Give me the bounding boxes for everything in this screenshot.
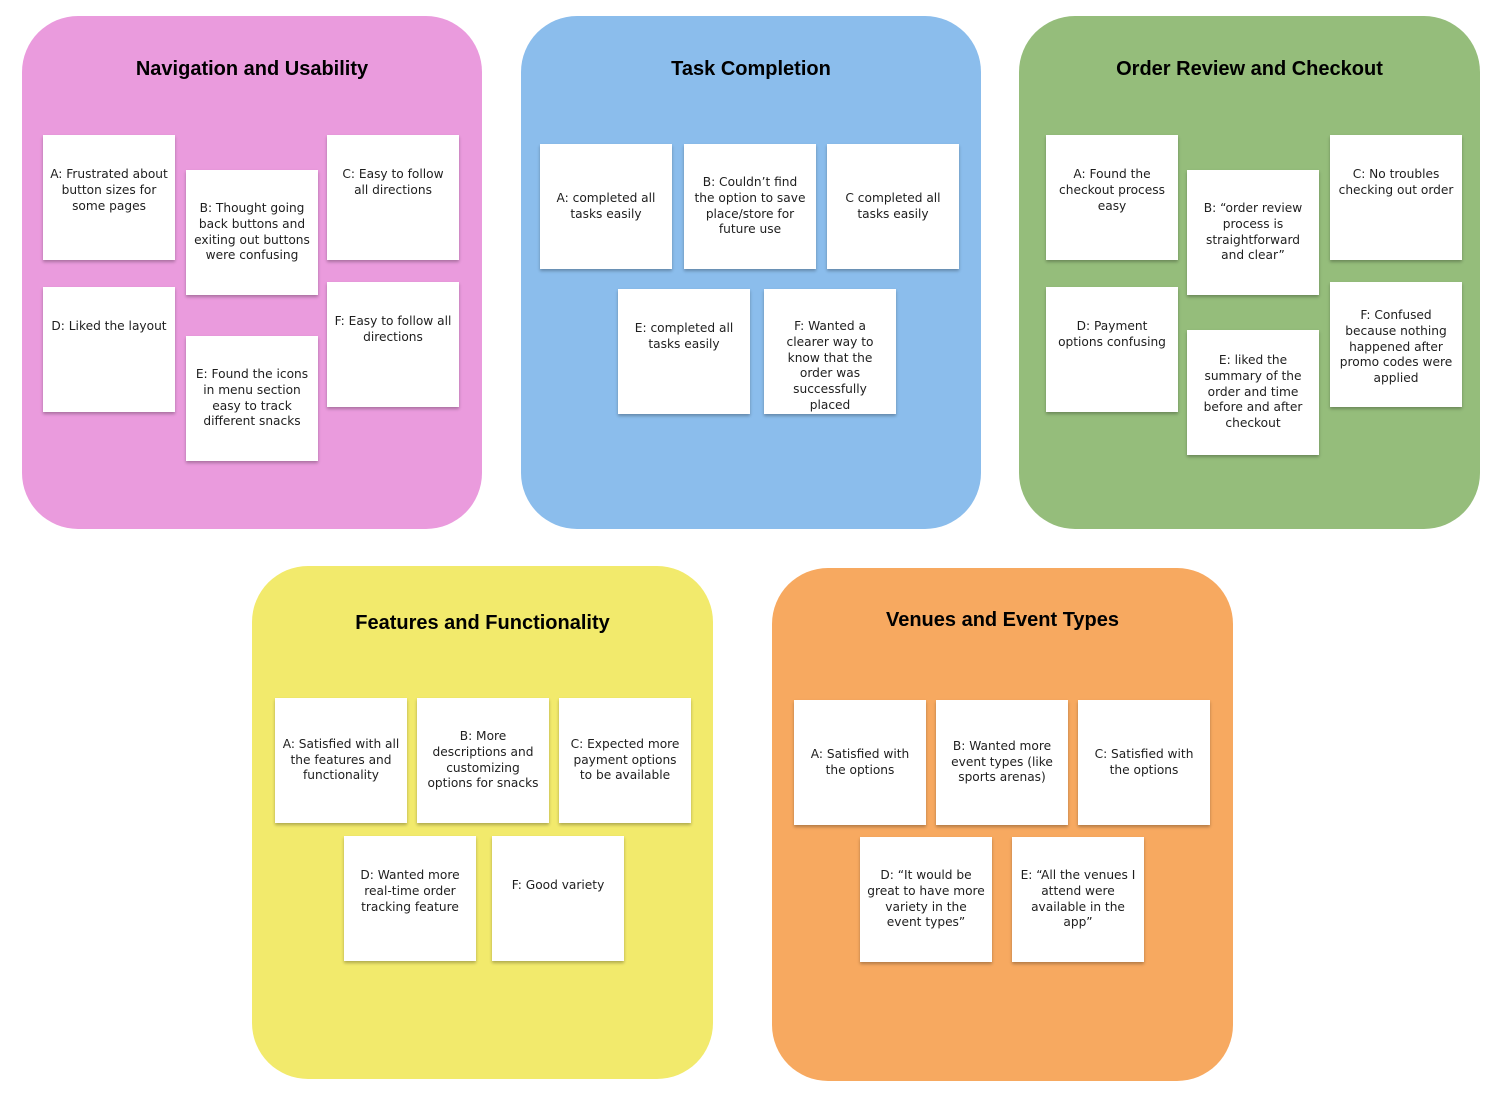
sticky-note-e[interactable]: E: “All the venues I attend were availab…: [1012, 837, 1144, 962]
sticky-note-d[interactable]: D: Payment options confusing: [1046, 287, 1178, 412]
note-text: C: Expected more payment options to be a…: [570, 736, 680, 783]
sticky-note-c[interactable]: C: Expected more payment options to be a…: [559, 698, 691, 823]
sticky-note-b[interactable]: B: Wanted more event types (like sports …: [936, 700, 1068, 825]
sticky-note-f[interactable]: F: Easy to follow all directions: [327, 282, 459, 407]
sticky-note-c[interactable]: C: Satisfied with the options: [1078, 700, 1210, 825]
note-text: E: completed all tasks easily: [634, 321, 734, 351]
sticky-note-b[interactable]: B: Couldn’t find the option to save plac…: [684, 144, 816, 269]
note-text: F: Confused because nothing happened aft…: [1339, 308, 1453, 386]
note-text: A: Found the checkout process easy: [1059, 167, 1165, 213]
note-text: B: Thought going back buttons and exitin…: [194, 200, 310, 263]
note-text: B: “order review process is straightforw…: [1203, 200, 1303, 263]
sticky-note-a[interactable]: A: Satisfied with the options: [794, 700, 926, 825]
note-text: C completed all tasks easily: [845, 190, 941, 221]
sticky-note-b[interactable]: B: Thought going back buttons and exitin…: [186, 170, 318, 295]
section-title: Venues and Event Types: [885, 609, 1120, 631]
section-title: Navigation and Usability: [135, 58, 369, 80]
sticky-note-c[interactable]: C: Easy to follow all directions: [327, 135, 459, 260]
sticky-note-a[interactable]: A: Found the checkout process easy: [1046, 135, 1178, 260]
sticky-note-a[interactable]: A: Satisfied with all the features and f…: [275, 698, 407, 823]
sticky-note-a[interactable]: A: completed all tasks easily: [540, 144, 672, 269]
sticky-note-f[interactable]: F: Good variety: [492, 836, 624, 961]
note-text: C: No troubles checking out order: [1338, 167, 1454, 197]
note-text: E: “All the venues I attend were availab…: [1020, 867, 1136, 930]
note-text: C: Easy to follow all directions: [342, 167, 444, 197]
note-text: F: Easy to follow all directions: [334, 314, 452, 344]
sticky-note-d[interactable]: D: “It would be great to have more varie…: [860, 837, 992, 962]
note-text: D: “It would be great to have more varie…: [867, 867, 985, 930]
task-completion-section: Task Completion A: completed all tasks e…: [521, 16, 981, 529]
sticky-note-e[interactable]: E: completed all tasks easily: [618, 289, 750, 414]
note-text: D: Wanted more real-time order tracking …: [360, 868, 460, 914]
sticky-note-b[interactable]: B: More descriptions and customizing opt…: [417, 698, 549, 823]
note-text: D: Payment options confusing: [1058, 319, 1166, 349]
note-text: F: Wanted a clearer way to know that the…: [786, 319, 874, 412]
note-text: A: Satisfied with the options: [810, 746, 910, 777]
section-title: Order Review and Checkout: [1116, 58, 1383, 80]
venues-event-types-section: Venues and Event Types A: Satisfied with…: [772, 568, 1233, 1081]
order-review-checkout-section: Order Review and Checkout A: Found the c…: [1019, 16, 1480, 529]
sticky-note-e[interactable]: E: liked the summary of the order and ti…: [1187, 330, 1319, 455]
sticky-note-a[interactable]: A: Frustrated about button sizes for som…: [43, 135, 175, 260]
note-text: E: liked the summary of the order and ti…: [1203, 353, 1303, 431]
sticky-note-f[interactable]: F: Wanted a clearer way to know that the…: [764, 289, 896, 414]
note-text: B: Wanted more event types (like sports …: [951, 738, 1053, 785]
sticky-note-c[interactable]: C completed all tasks easily: [827, 144, 959, 269]
note-text: A: Frustrated about button sizes for som…: [50, 167, 168, 213]
navigation-usability-section: Navigation and Usability A: Frustrated a…: [22, 16, 482, 529]
note-text: E: Found the icons in menu section easy …: [195, 366, 309, 429]
sticky-note-d[interactable]: D: Wanted more real-time order tracking …: [344, 836, 476, 961]
note-text: A: completed all tasks easily: [556, 190, 656, 221]
sticky-note-b[interactable]: B: “order review process is straightforw…: [1187, 170, 1319, 295]
note-text: F: Good variety: [511, 878, 605, 892]
sticky-note-d[interactable]: D: Liked the layout: [43, 287, 175, 412]
note-text: B: More descriptions and customizing opt…: [427, 728, 539, 791]
note-text: A: Satisfied with all the features and f…: [282, 736, 400, 783]
sticky-note-f[interactable]: F: Confused because nothing happened aft…: [1330, 282, 1462, 407]
sticky-note-c[interactable]: C: No troubles checking out order: [1330, 135, 1462, 260]
note-text: B: Couldn’t find the option to save plac…: [694, 174, 806, 237]
section-title: Task Completion: [671, 58, 831, 80]
features-functionality-section: Features and Functionality A: Satisfied …: [252, 566, 713, 1079]
note-text: C: Satisfied with the options: [1094, 746, 1194, 777]
section-title: Features and Functionality: [355, 612, 610, 634]
note-text: D: Liked the layout: [51, 319, 167, 333]
sticky-note-e[interactable]: E: Found the icons in menu section easy …: [186, 336, 318, 461]
